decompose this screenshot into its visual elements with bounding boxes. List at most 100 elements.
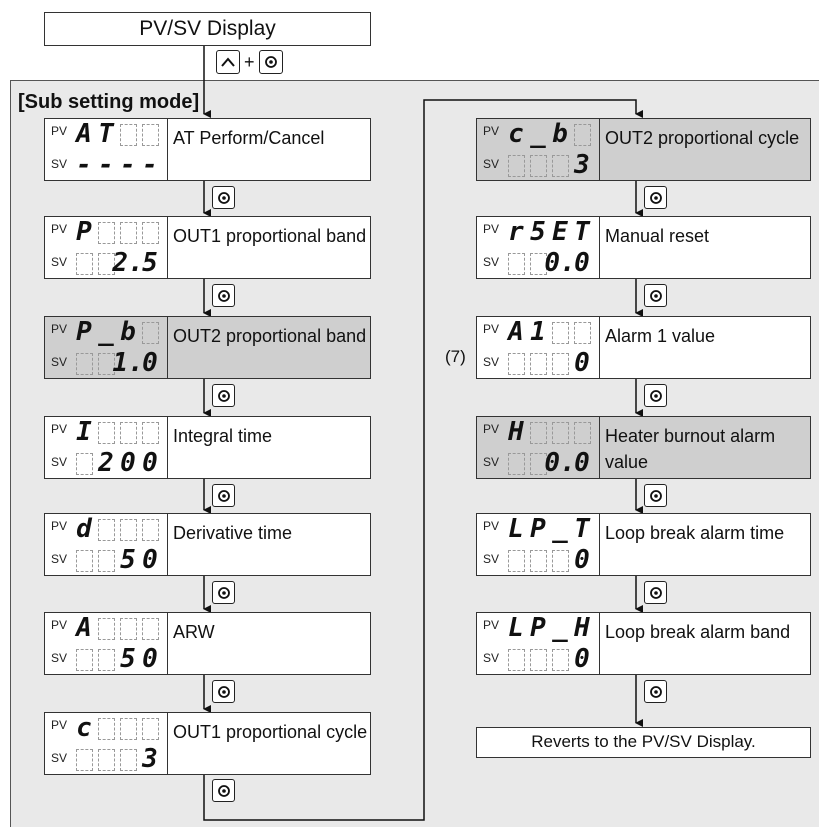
sv-digits: 0 [505, 547, 593, 573]
pv-digit [549, 419, 571, 445]
sv-digit: 0 [574, 545, 590, 575]
sv-digit [95, 250, 117, 276]
sv-digit: 5 [120, 545, 136, 575]
sv-digit [549, 152, 571, 178]
sv-digit: 3 [142, 744, 158, 774]
pv-digit: H [508, 417, 524, 447]
sv-digit: 0. [544, 448, 576, 478]
sv-label: SV [483, 355, 500, 369]
sv-digit: 0. [544, 248, 576, 278]
step-description: Manual reset [605, 226, 710, 246]
pv-label: PV [51, 124, 68, 138]
sv-digits: 0.0 [505, 450, 593, 476]
pv-digit: P [76, 317, 92, 347]
pv-digit: r [508, 217, 524, 247]
sv-digit [73, 250, 95, 276]
mode-key-icon [212, 384, 235, 407]
pv-digit: T [574, 514, 590, 544]
pv-digit: I [76, 417, 92, 447]
step-description: Loop break alarm time [605, 523, 785, 543]
mode-key-icon [258, 50, 283, 74]
mode-title: [Sub setting mode] [18, 91, 200, 113]
sv-digit: 1. [112, 348, 144, 378]
mode-key-icon [644, 484, 667, 507]
pv-label: PV [51, 422, 68, 436]
sv-digit: 3 [574, 150, 590, 180]
sv-label: SV [51, 157, 68, 171]
pv-digit [117, 615, 139, 641]
step-description: OUT1 proportional band [173, 226, 367, 246]
sv-digit [505, 547, 527, 573]
pv-digit: d [76, 514, 92, 544]
pv-digit: c [76, 713, 92, 743]
sv-label: SV [483, 255, 500, 269]
mode-key-icon [212, 484, 235, 507]
pv-digit [117, 419, 139, 445]
pv-digits: H [505, 419, 593, 445]
pv-digit: H [574, 613, 590, 643]
mode-key-icon [644, 284, 667, 307]
pv-digit: 1 [530, 317, 546, 347]
pv-label: PV [51, 618, 68, 632]
pv-digit: 5 [530, 217, 546, 247]
pv-digit [139, 615, 161, 641]
mode-key-icon [644, 384, 667, 407]
sv-label: SV [51, 751, 68, 765]
sv-label: SV [51, 355, 68, 369]
pv-digit [571, 319, 593, 345]
step-description: Integral time [173, 426, 273, 446]
mode-key-icon [644, 581, 667, 604]
sv-digit [95, 646, 117, 672]
pv-digit: _ [98, 317, 114, 347]
step-description: OUT1 proportional cycle [173, 722, 368, 742]
step-description: Derivative time [173, 523, 293, 543]
pv-digit [571, 121, 593, 147]
sv-digit: - [142, 150, 158, 180]
pv-label: PV [483, 618, 500, 632]
sv-digit: 0 [574, 348, 590, 378]
sv-digit: 0 [120, 448, 136, 478]
pv-digit [95, 615, 117, 641]
pv-digits: P_b [73, 319, 161, 345]
pv-digit [117, 516, 139, 542]
sv-label: SV [483, 651, 500, 665]
pv-digits: c [73, 715, 161, 741]
sv-digit [527, 152, 549, 178]
pv-digit: L [508, 613, 524, 643]
sv-digit [505, 646, 527, 672]
sv-digit: - [98, 150, 114, 180]
mode-key-icon [212, 680, 235, 703]
sv-digit: 2 [98, 448, 114, 478]
sv-digit: 0 [142, 644, 158, 674]
pv-digit: P [530, 514, 546, 544]
sv-digit [95, 746, 117, 772]
pv-digit: _ [552, 514, 568, 544]
pv-digit [117, 121, 139, 147]
pv-label: PV [483, 322, 500, 336]
sv-digit [73, 350, 95, 376]
step-description: ARW [173, 622, 215, 642]
pv-sv-display-box: PV/SV Display [44, 12, 371, 46]
step-description: Alarm 1 value [605, 326, 716, 346]
sv-label: SV [483, 157, 500, 171]
